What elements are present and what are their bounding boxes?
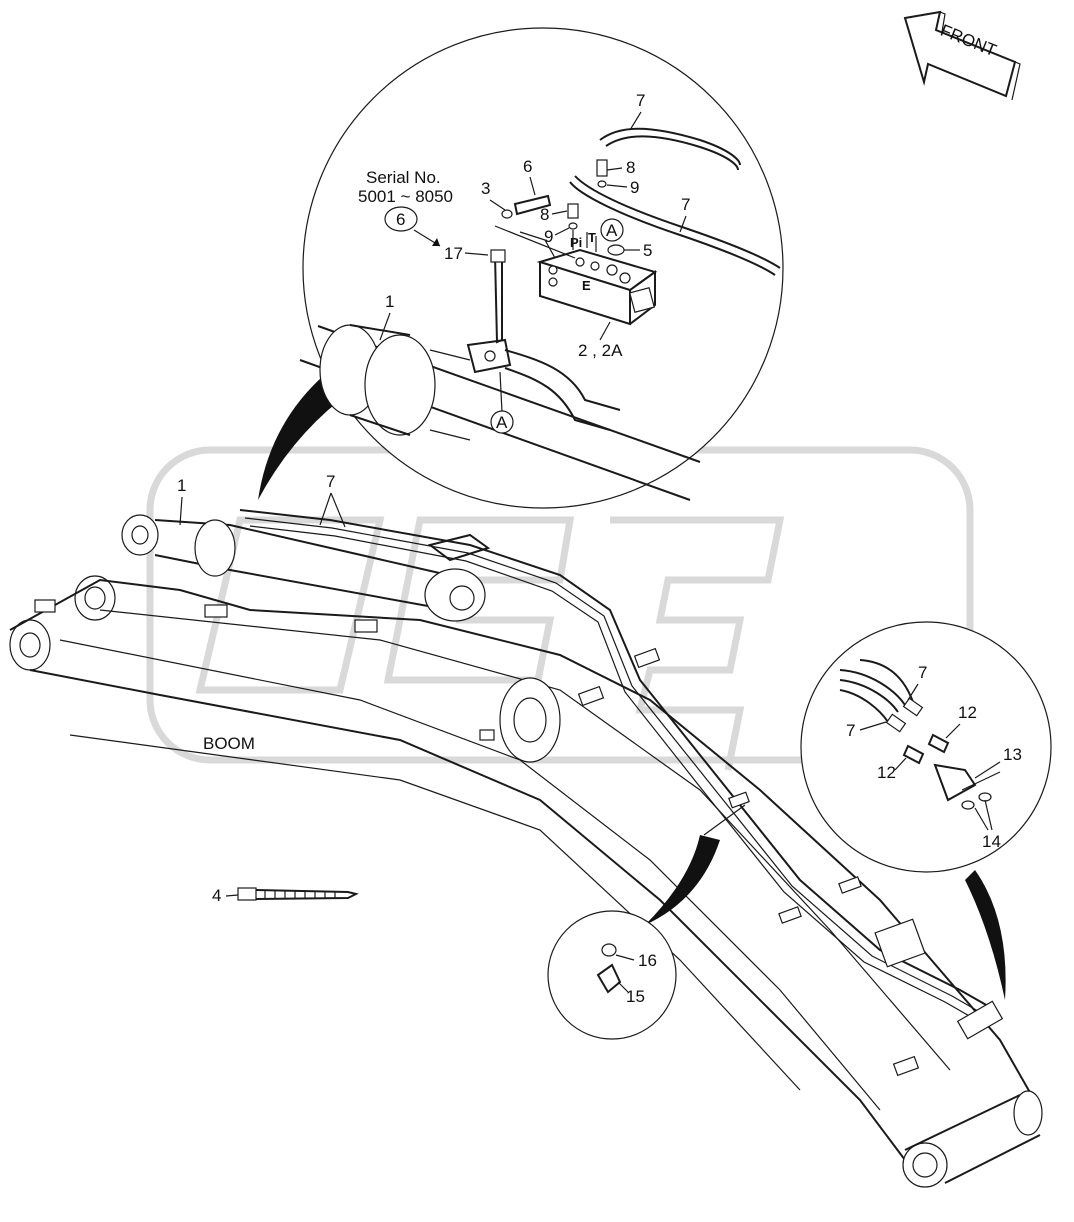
callout-8a: 8 [626, 158, 635, 177]
serial-line2: 5001 ~ 8050 [358, 187, 453, 206]
boom-label: BOOM [203, 734, 255, 753]
view-marker-a-top: A [600, 218, 624, 242]
port-t: T [588, 230, 596, 245]
callout-7-boom: 7 [326, 472, 335, 491]
callouts: 1 1 2 , 2A 3 4 5 6 7 7 7 7 7 8 8 9 9 12 … [177, 91, 1022, 1006]
callout-7b: 7 [681, 195, 690, 214]
fitting-left [567, 203, 579, 250]
callout-2-2a: 2 , 2A [578, 341, 623, 360]
serial-circled-ref: 6 [396, 210, 405, 229]
callout-7-det3b: 7 [846, 721, 855, 740]
callout-15: 15 [626, 987, 645, 1006]
cable-tie [237, 887, 359, 901]
callout-8b: 8 [540, 205, 549, 224]
callout-7a: 7 [636, 91, 645, 110]
detail-circle-valve: E Pi T A [258, 27, 784, 509]
callout-4: 4 [212, 886, 221, 905]
callout-5: 5 [643, 241, 652, 260]
callout-6: 6 [523, 157, 532, 176]
serial-note: Serial No. 5001 ~ 8050 6 [358, 168, 453, 247]
callout-12b: 12 [877, 763, 896, 782]
callout-9a: 9 [630, 178, 639, 197]
callout-13: 13 [1003, 745, 1022, 764]
boom-assembly [9, 509, 1043, 1188]
callout-9b: 9 [544, 227, 553, 246]
serial-line1: Serial No. [366, 168, 441, 187]
view-marker-a-bottom: A [490, 371, 514, 434]
front-arrow: FRONT [903, 10, 1021, 101]
detail-circle-fittings [800, 621, 1052, 1000]
port-pi: Pi [570, 235, 582, 250]
callout-1: 1 [177, 476, 186, 495]
detail-circle-clamp [547, 835, 720, 1040]
svg-text:A: A [496, 413, 508, 432]
front-label: FRONT [938, 21, 999, 61]
svg-text:A: A [606, 221, 618, 240]
fitting-right [596, 159, 608, 188]
valve-block: E Pi T [536, 230, 658, 326]
callout-12a: 12 [958, 703, 977, 722]
callout-17: 17 [444, 244, 463, 263]
callout-7-det3a: 7 [918, 663, 927, 682]
callout-1-detail: 1 [385, 292, 394, 311]
callout-16: 16 [638, 951, 657, 970]
port-e: E [582, 278, 591, 293]
callout-14: 14 [982, 832, 1001, 851]
callout-3: 3 [481, 179, 490, 198]
